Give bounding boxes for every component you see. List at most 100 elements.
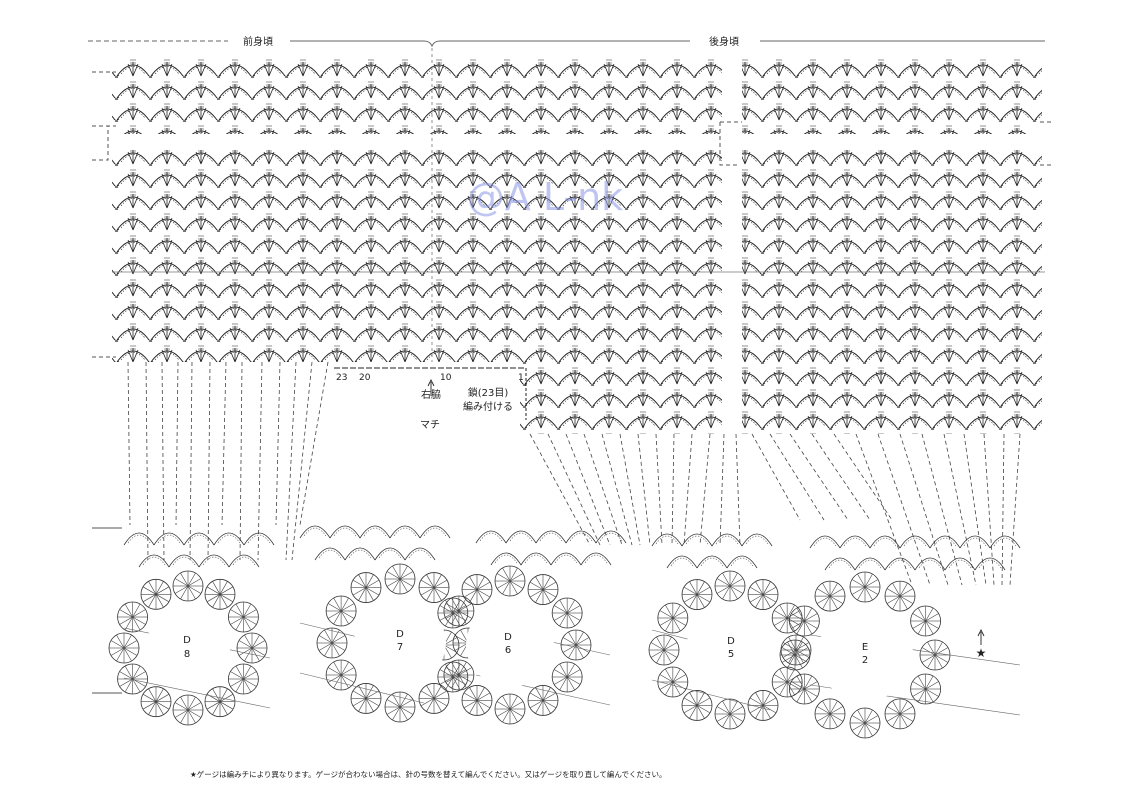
stitch-circle [657, 666, 689, 698]
connector-line [943, 433, 977, 586]
shell-arc [329, 525, 361, 539]
shell-arc-inner [858, 559, 882, 569]
stitch-circle [384, 563, 416, 595]
connector-line [655, 433, 663, 546]
gusset-count-10: 10 [440, 373, 452, 383]
stitch-circle [551, 661, 583, 693]
stitch-circle [204, 686, 236, 718]
connector-line [983, 433, 995, 586]
stitch-circle [325, 659, 357, 691]
stitch-circle [771, 602, 803, 634]
shell-arc-inner [509, 532, 533, 542]
connector-line [221, 361, 227, 526]
gauge-footnote: ★ゲージは編みチにより異なります。ゲージが合わない場合は、針の号数を替えて編んで… [190, 769, 667, 779]
connector-line [291, 361, 313, 561]
shell-arc [989, 535, 1021, 549]
motif-block [648, 533, 812, 730]
panel-header [88, 40, 1045, 48]
back-body-label: 後身頃 [709, 35, 739, 48]
motif-letter: E [862, 642, 868, 653]
join-line [299, 672, 425, 704]
motif-d8: D 8 [183, 635, 191, 660]
motif-center [686, 608, 774, 692]
stitch-circle [814, 580, 846, 612]
connector-line [565, 433, 611, 546]
connector-line [175, 361, 179, 526]
stitch-circle [551, 597, 583, 629]
shell-arc-inner [655, 535, 679, 545]
stitch-circle [779, 639, 811, 671]
join-line [123, 677, 271, 709]
shell-arc [299, 525, 331, 539]
stitch-circle [228, 601, 259, 633]
connector-line [855, 433, 913, 586]
stitch-circle [681, 579, 713, 610]
shell-arc-inner [333, 527, 357, 537]
shell-arc-inner [730, 557, 754, 567]
connector-line [671, 433, 675, 546]
shell-arc-inner [828, 559, 852, 569]
shell-arc-inner [479, 532, 503, 542]
shell-arc-inner [127, 534, 151, 544]
connector-line [769, 433, 825, 521]
shell-arc-inner [948, 559, 972, 569]
shell-arc [138, 554, 170, 568]
motif-number: 2 [862, 655, 868, 666]
shell-arc [168, 554, 200, 568]
stitch-circle [494, 565, 526, 597]
stitch-circle [204, 578, 236, 610]
stitch-circle [437, 597, 469, 629]
stitch-circle [418, 572, 450, 603]
shell-arc [884, 557, 916, 571]
shell-arc-inner [494, 554, 518, 564]
shell-arc [505, 530, 537, 544]
shell-arc [914, 557, 946, 571]
chain-count-label: 鎖(23目) [468, 386, 509, 399]
shell-arc-inner [918, 559, 942, 569]
motif-e2: E 2 [862, 642, 868, 666]
connector-line [619, 433, 641, 546]
motif-number: 8 [184, 649, 190, 660]
stitch-circle [172, 694, 204, 726]
stitch-circle [494, 693, 526, 725]
attach-instruction-label: 編み付ける [463, 400, 513, 413]
shell-arc-inner [599, 532, 623, 542]
motif-d6: D 6 [504, 632, 512, 656]
shell-arc [344, 547, 376, 561]
shell-arc [824, 557, 856, 571]
shell-arc [929, 535, 961, 549]
connector-line [583, 433, 623, 546]
shell-arc [711, 533, 743, 547]
connector-line [1009, 433, 1021, 586]
stitch-circle [325, 595, 357, 627]
shell-arc [123, 532, 155, 546]
stitch-circle [461, 685, 493, 716]
shell-arc-inner [157, 534, 181, 544]
stitch-circle [814, 698, 846, 730]
stitch-circle [771, 666, 803, 698]
stitch-circle [350, 683, 382, 714]
shell-arc [228, 554, 260, 568]
stitch-circle [108, 632, 140, 664]
motif-row [108, 525, 1021, 739]
shell-arc-inner [685, 535, 709, 545]
shell-arc-inner [172, 556, 196, 566]
shell-arc-inner [993, 537, 1017, 547]
connector-line [699, 433, 711, 546]
shell-arc-inner [217, 534, 241, 544]
shell-arc [651, 533, 683, 547]
stitch-circle [527, 685, 559, 716]
shell-arc [696, 555, 728, 569]
shell-arc [944, 557, 976, 571]
motif-number: 7 [397, 642, 403, 653]
connector-line [299, 361, 329, 526]
motif-d7: D 7 [396, 629, 404, 653]
stitch-circle [140, 578, 172, 610]
connector-line [285, 361, 297, 561]
front-panel-top-band [112, 56, 722, 134]
stitch-circle [849, 571, 881, 603]
stitch-circle [747, 690, 779, 721]
connector-line [751, 433, 801, 521]
shell-arc [741, 533, 773, 547]
motif-center [354, 601, 446, 685]
